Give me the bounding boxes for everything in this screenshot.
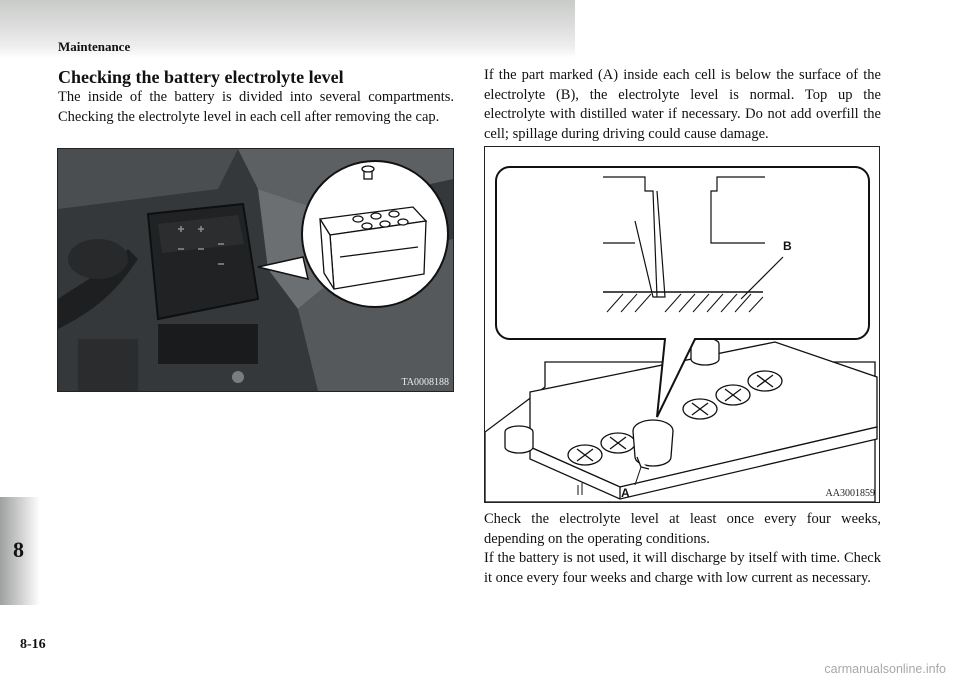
figure-id-left: TA0008188 (401, 377, 449, 388)
engine-bay-figure: TA0008188 (57, 148, 454, 392)
header-band (0, 0, 575, 58)
section-title: Checking the battery electrolyte level (58, 67, 344, 87)
electrolyte-level-diagram (484, 166, 878, 503)
section-label: Maintenance (58, 39, 131, 54)
electrolyte-level-figure: B A AA3001859 (484, 146, 880, 503)
right-paragraph-2: Check the electrolyte level at least onc… (484, 511, 881, 547)
chapter-tab (0, 497, 40, 605)
right-paragraph-1: If the part marked (A) inside each cell … (484, 67, 881, 142)
label-b: B (783, 239, 792, 253)
chapter-number: 8 (13, 537, 24, 562)
watermark: carmanualsonline.info (824, 662, 946, 676)
intro-paragraph: The inside of the battery is divided int… (58, 89, 454, 125)
label-a: A (621, 486, 630, 500)
page-number: 8-16 (20, 637, 46, 652)
engine-bay-illustration (58, 149, 453, 391)
right-paragraph-3: If the battery is not used, it will disc… (484, 550, 881, 586)
figure-id-right: AA3001859 (825, 488, 875, 499)
